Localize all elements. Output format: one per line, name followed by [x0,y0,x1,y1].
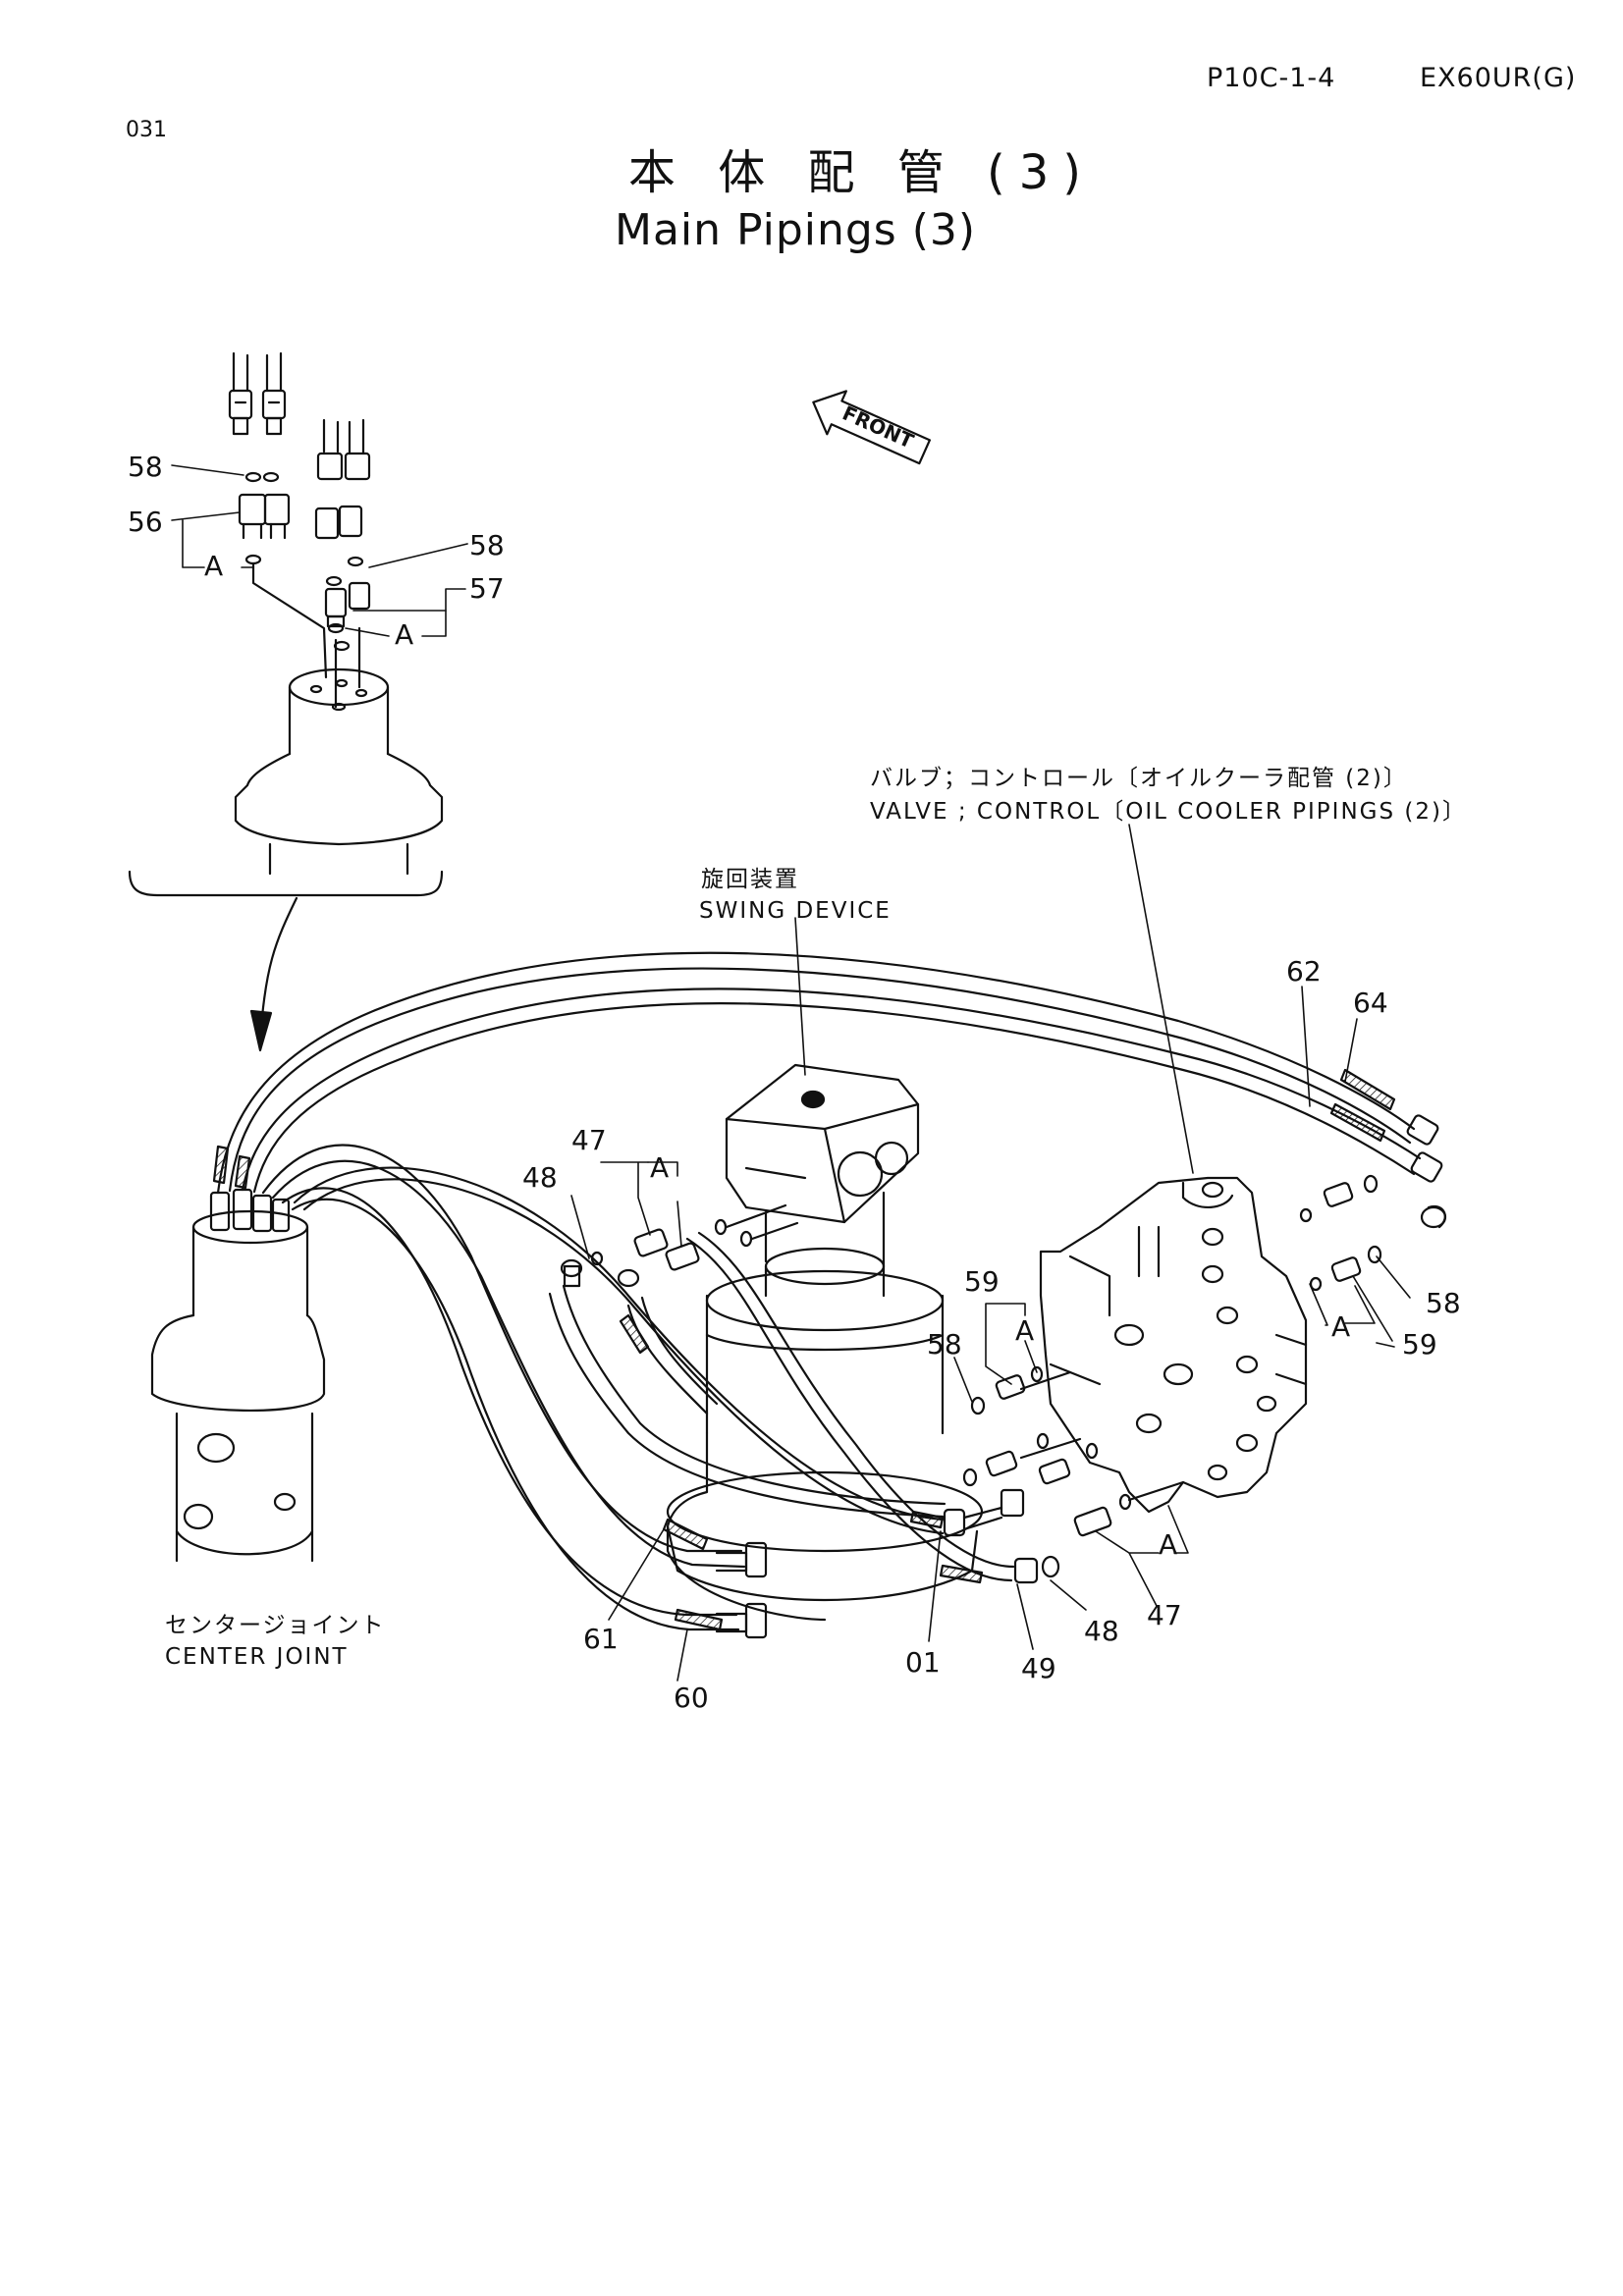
leader-lines [172,465,1410,1681]
callout-58: 58 [469,529,505,561]
callout-59: 59 [964,1265,1000,1298]
callout-48: 48 [1084,1615,1119,1647]
swing-caption-jp: 旋回装置 [701,867,799,892]
front-arrow-icon [804,381,935,473]
callout-47: 47 [571,1124,607,1156]
callout-a: A [1159,1528,1178,1561]
swing-caption-en: SWING DEVICE [699,898,892,924]
title-japanese: 本 体 配 管 (3) [628,145,1096,200]
drawing-code: P10C-1-4 [1207,63,1336,93]
valve-adapters [964,1367,1183,1536]
callout-64: 64 [1353,987,1388,1019]
center-caption-en: CENTER JOINT [165,1644,349,1670]
callout-59: 59 [1402,1328,1437,1361]
inset-detail [130,353,442,895]
callout-57: 57 [469,572,505,605]
callout-58: 58 [927,1328,962,1361]
page-number: 031 [126,118,167,142]
valve-caption-jp: バルブ；コントロール〔オイルクーラ配管 (2)〕 [870,766,1408,791]
callout-a: A [1015,1314,1035,1347]
callout-a: A [395,618,414,651]
callout-01: 01 [905,1646,941,1679]
hose-01-49 [295,1168,1058,1582]
callout-a: A [204,550,224,582]
control-valve-body [1041,1176,1380,1512]
hose-47-48 [550,1205,945,1517]
title-english: Main Pipings (3) [615,205,977,255]
valve-caption-en: VALVE ; CONTROL〔OIL COOLER PIPINGS (2)〕 [870,799,1467,825]
callout-48: 48 [522,1161,558,1194]
hose-60-61 [263,1146,766,1637]
callout-a: A [650,1151,670,1184]
callout-a: A [1331,1310,1351,1343]
callout-49: 49 [1021,1652,1056,1684]
callout-62: 62 [1286,955,1322,988]
callout-58: 58 [1426,1287,1461,1319]
hose-62-64 [214,953,1445,1227]
callout-47: 47 [1147,1599,1182,1631]
center-caption-jp: センタージョイント [165,1613,386,1638]
center-joint-body [152,1190,324,1561]
callout-56: 56 [128,506,163,538]
callout-60: 60 [674,1682,709,1714]
callout-58: 58 [128,451,163,483]
model-name: EX60UR(G) [1420,63,1577,93]
callout-61: 61 [583,1623,619,1655]
swing-device-body [668,1065,982,1620]
